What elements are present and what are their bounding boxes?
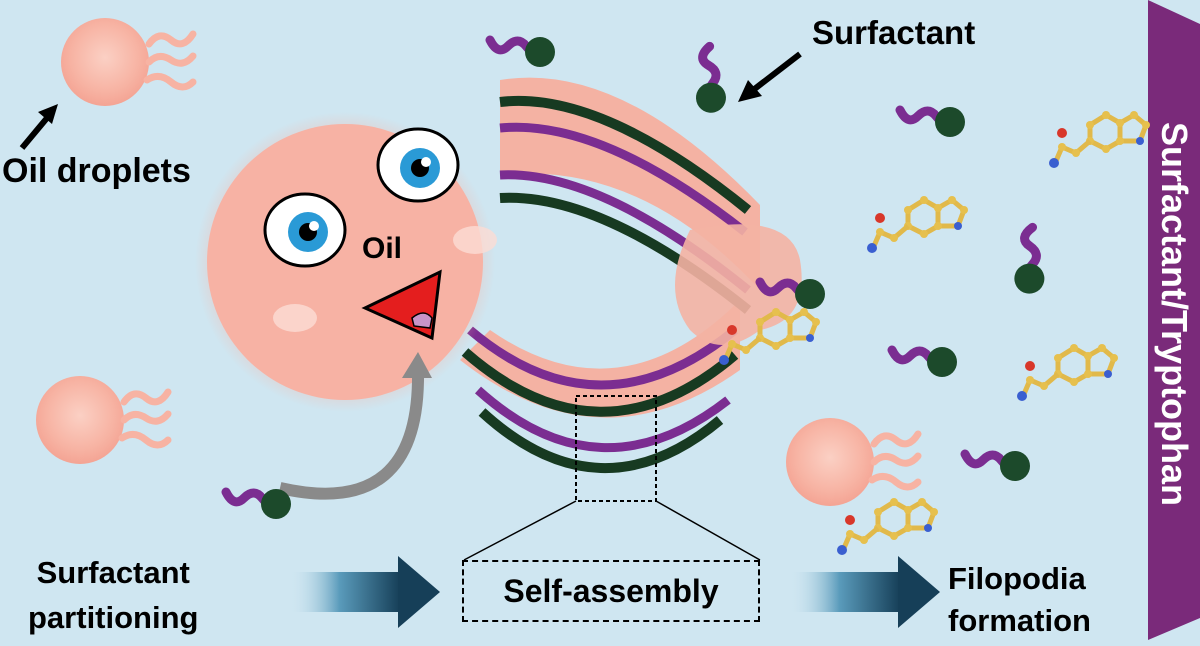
tryptophan-molecule-icon (867, 196, 968, 253)
surfactant-molecule-icon (900, 107, 965, 137)
sidebar-label: Surfactant/Tryptophan (1154, 121, 1195, 507)
oil-droplet-icon (36, 376, 168, 464)
filopodia-line-2: formation (948, 603, 1091, 638)
partition-arrow (278, 371, 425, 500)
partitioning-line-1: Surfactant (36, 555, 190, 590)
tryptophan-molecule-icon (837, 498, 938, 555)
cartoon-face-icon (195, 112, 497, 412)
tryptophan-molecule-icon (1049, 111, 1150, 168)
filopodia-label: Filopodia formation (948, 558, 1091, 642)
pointer-arrow (746, 51, 802, 97)
surfactant-molecule-icon (892, 347, 957, 377)
oil-droplet-icon (61, 18, 193, 106)
surfactant-molecule-icon (1006, 227, 1047, 296)
surfactant-molecule-icon (684, 46, 730, 117)
zoom-box (575, 395, 657, 502)
filopodia-line-1: Filopodia (948, 561, 1086, 596)
filopodia-membrane (460, 77, 802, 473)
surfactant-molecule-icon (226, 489, 291, 519)
partitioning-line-2: partitioning (28, 600, 199, 635)
surfactant-molecule-icon (490, 37, 555, 67)
sidebar-banner (1148, 0, 1200, 640)
flow-arrow (290, 556, 440, 628)
surfactant-molecule-icon (965, 451, 1030, 481)
surfactant-label: Surfactant (812, 14, 976, 51)
oil-droplets-label: Oil droplets (2, 152, 191, 190)
self-assembly-label: Self-assembly (462, 560, 760, 622)
oil-droplet-icon (786, 418, 918, 506)
partitioning-label: Surfactant partitioning (28, 550, 198, 640)
tryptophan-molecule-icon (1017, 344, 1118, 401)
flow-arrow (790, 556, 940, 628)
oil-label: Oil (362, 232, 403, 265)
